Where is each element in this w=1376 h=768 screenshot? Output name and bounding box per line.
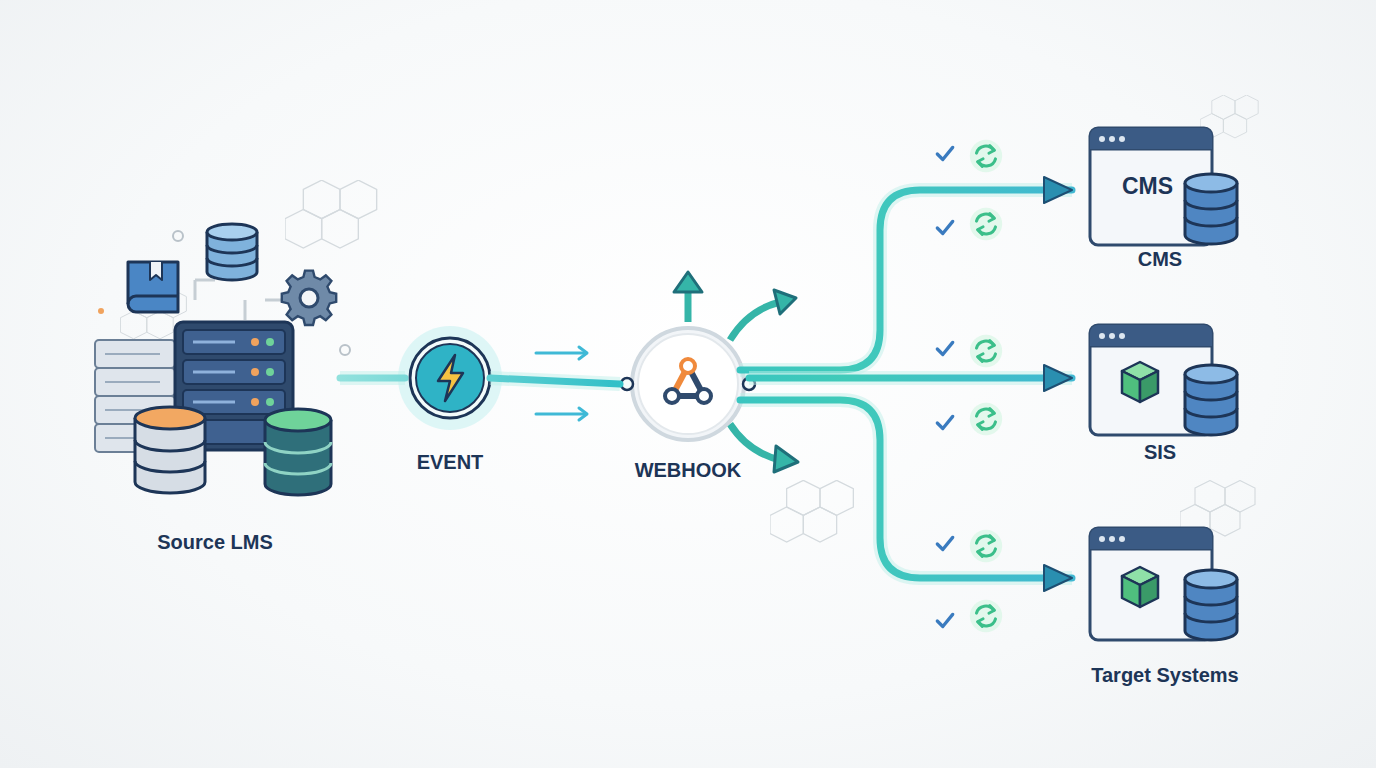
node-shape <box>1080 525 1250 685</box>
connector-glow <box>749 371 1072 385</box>
flow-connector <box>740 190 1072 370</box>
event-circle: EVENT <box>405 333 495 478</box>
connector-glow <box>740 190 1072 370</box>
node-label: WEBHOOK <box>610 458 766 482</box>
window-title: CMS <box>1090 173 1205 200</box>
target-window: Target Systems <box>1080 525 1250 685</box>
node-label: SIS <box>1090 440 1230 464</box>
flow-connector <box>740 400 1072 578</box>
flow-connector <box>340 375 405 382</box>
flow-connector <box>490 378 620 384</box>
node-label: Source LMS <box>90 530 340 554</box>
source-system: Source LMS <box>90 200 340 560</box>
node-label: CMS <box>1090 247 1230 271</box>
connector-glow <box>490 378 620 384</box>
target-window: SIS <box>1080 322 1250 467</box>
connector-glow <box>340 371 405 385</box>
connector-glow <box>740 400 1072 578</box>
webhook-circle: WEBHOOK <box>620 326 756 486</box>
node-label: EVENT <box>385 450 515 474</box>
target-window: CMS CMS <box>1080 125 1250 270</box>
flow-connector <box>749 375 1072 382</box>
node-label: Target Systems <box>1040 663 1290 687</box>
